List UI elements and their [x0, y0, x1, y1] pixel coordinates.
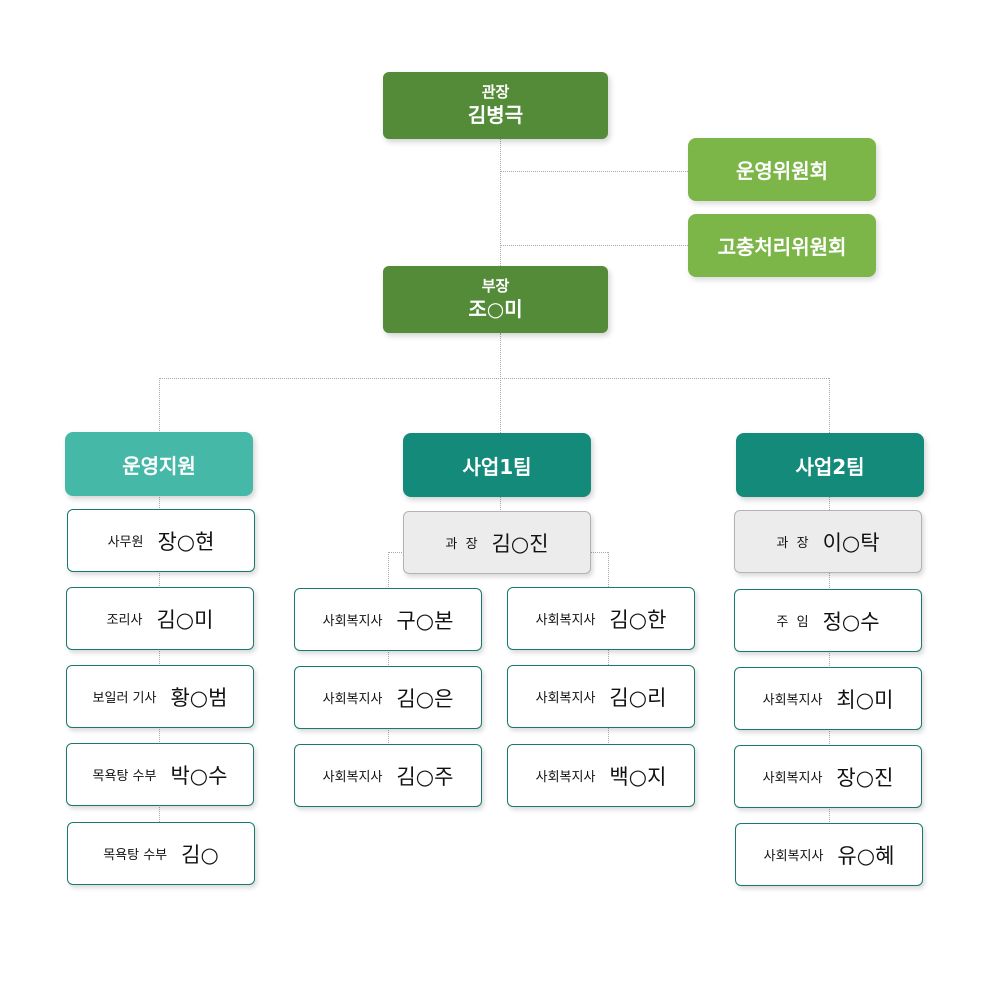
- member-name: 장○진: [836, 765, 894, 790]
- member-role: 주 임: [776, 615, 809, 630]
- member-card: 사회복지사 최○미: [734, 667, 922, 730]
- member-name: 장○현: [157, 529, 215, 554]
- connector-line: [829, 496, 830, 824]
- member-role: 사회복지사: [535, 613, 596, 628]
- member-name: 김○한: [609, 607, 667, 632]
- director-box: 관장 김병극: [383, 72, 608, 139]
- member-role: 사회복지사: [762, 771, 823, 786]
- member-name: 백○지: [609, 764, 667, 789]
- committee-label: 운영위원회: [736, 159, 828, 183]
- member-card: 사회복지사 장○진: [734, 745, 922, 808]
- member-card: 주 임 정○수: [734, 589, 922, 652]
- manager-box: 부장 조○미: [383, 266, 608, 333]
- member-card: 사회복지사 구○본: [294, 588, 482, 651]
- team-label: 사업1팀: [462, 454, 532, 479]
- member-role: 사회복지사: [322, 614, 383, 629]
- member-name: 김○미: [156, 607, 214, 632]
- member-name: 김○은: [396, 686, 454, 711]
- team-lead-card: 과 장 김○진: [403, 511, 591, 574]
- member-role: 목욕탕 수부: [103, 848, 168, 863]
- member-name: 구○본: [396, 608, 454, 633]
- connector-line: [500, 138, 501, 268]
- member-role: 사회복지사: [535, 691, 596, 706]
- member-card: 목욕탕 수부 김○: [67, 822, 255, 885]
- member-role: 조리사: [106, 613, 143, 628]
- connector-line: [159, 494, 160, 822]
- member-role: 사회복지사: [322, 692, 383, 707]
- member-name: 김○: [181, 842, 219, 867]
- connector-line: [500, 496, 501, 512]
- member-card: 사무원 장○현: [67, 509, 255, 572]
- director-name: 김병극: [467, 103, 524, 127]
- member-name: 최○미: [836, 687, 894, 712]
- member-card: 사회복지사 김○한: [507, 587, 695, 650]
- member-card: 보일러 기사 황○범: [66, 665, 254, 728]
- manager-title: 부장: [481, 277, 510, 295]
- connector-line: [159, 378, 829, 379]
- member-role: 사회복지사: [762, 693, 823, 708]
- member-card: 사회복지사 백○지: [507, 744, 695, 807]
- member-role: 목욕탕 수부: [92, 769, 157, 784]
- member-role: 사회복지사: [535, 770, 596, 785]
- member-card: 사회복지사 김○주: [294, 744, 482, 807]
- member-role: 사무원: [107, 535, 144, 550]
- committee-grievance: 고충처리위원회: [688, 214, 876, 277]
- team-lead-card: 과 장 이○탁: [734, 510, 922, 573]
- committee-operation: 운영위원회: [688, 138, 876, 201]
- member-role: 과 장: [776, 536, 809, 551]
- member-card: 사회복지사 김○은: [294, 666, 482, 729]
- member-name: 이○탁: [822, 530, 880, 555]
- connector-line: [829, 378, 830, 433]
- manager-name: 조○미: [468, 297, 523, 321]
- member-name: 김○주: [396, 764, 454, 789]
- member-card: 사회복지사 유○혜: [735, 823, 923, 886]
- committee-label: 고충처리위원회: [717, 235, 847, 259]
- member-name: 정○수: [822, 609, 880, 634]
- director-title: 관장: [481, 83, 510, 101]
- team-label: 운영지원: [122, 453, 196, 478]
- member-name: 김○진: [491, 531, 549, 556]
- connector-line: [500, 171, 690, 172]
- member-role: 사회복지사: [763, 849, 824, 864]
- team-project-2: 사업2팀: [736, 433, 924, 497]
- connector-line: [159, 378, 160, 433]
- connector-line: [500, 333, 501, 433]
- member-card: 조리사 김○미: [66, 587, 254, 650]
- member-name: 황○범: [170, 685, 228, 710]
- member-role: 과 장: [445, 537, 478, 552]
- team-operations-support: 운영지원: [65, 432, 253, 496]
- member-role: 사회복지사: [322, 770, 383, 785]
- member-name: 박○수: [170, 763, 228, 788]
- member-role: 보일러 기사: [92, 691, 157, 706]
- member-card: 목욕탕 수부 박○수: [66, 743, 254, 806]
- member-name: 김○리: [609, 685, 667, 710]
- connector-line: [500, 245, 690, 246]
- member-card: 사회복지사 김○리: [507, 665, 695, 728]
- team-label: 사업2팀: [795, 454, 865, 479]
- member-name: 유○혜: [837, 843, 895, 868]
- team-project-1: 사업1팀: [403, 433, 591, 497]
